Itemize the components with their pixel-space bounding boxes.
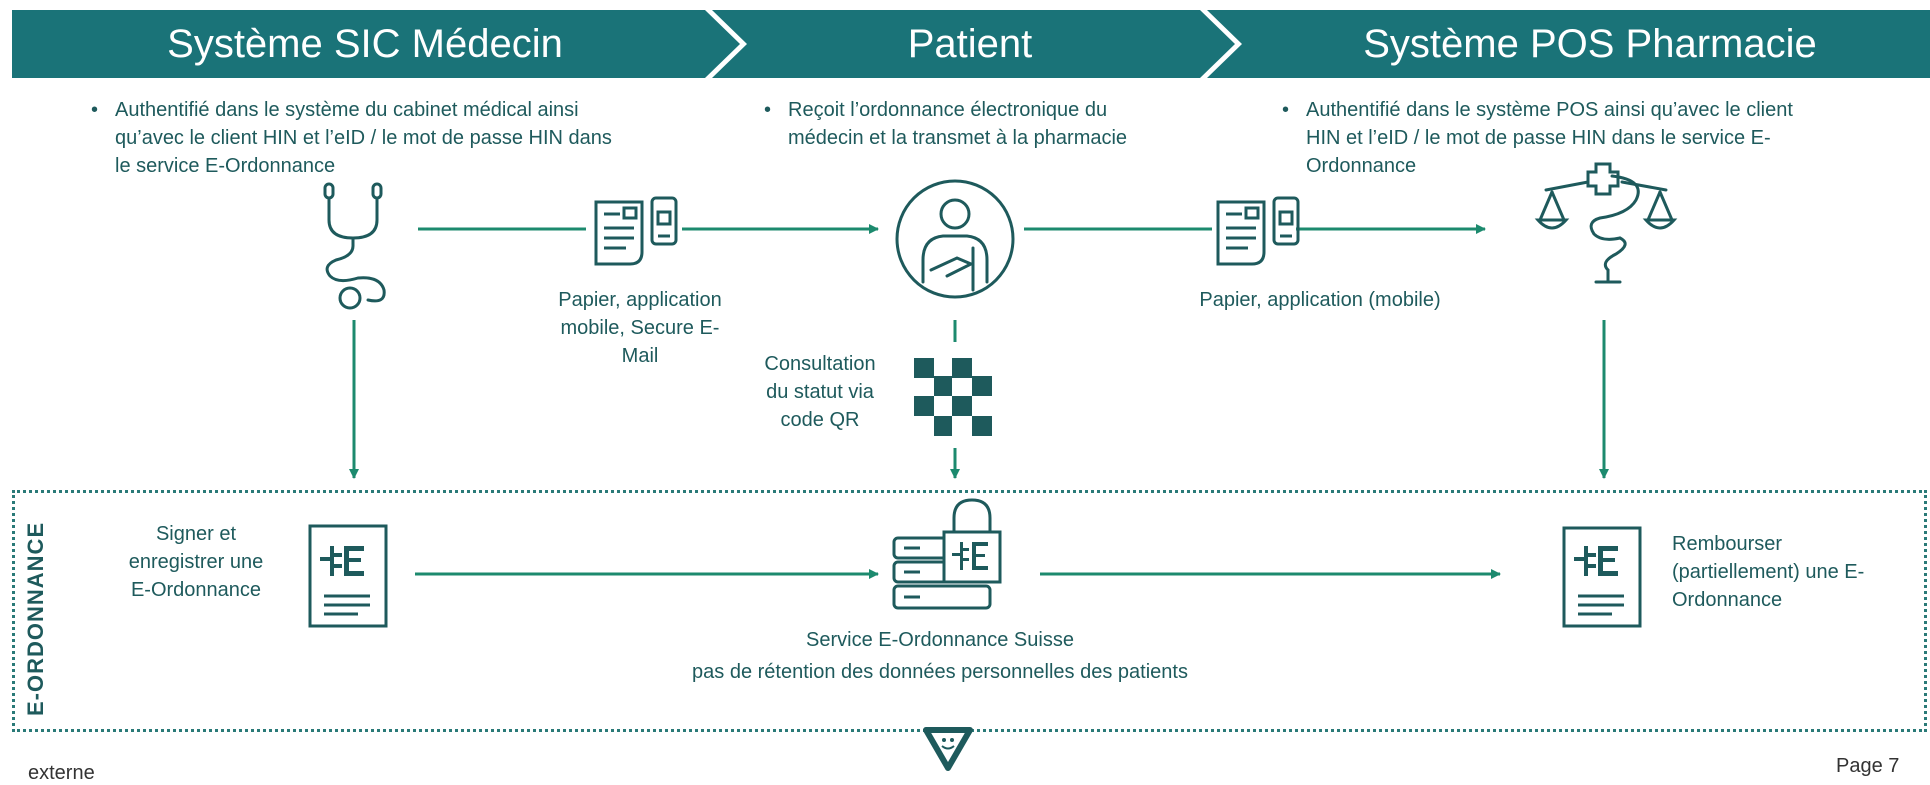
pharmacy-scale-icon <box>1534 162 1678 284</box>
caption-channel-right: Papier, application (mobile) <box>1199 289 1441 311</box>
e-ordonnance-document-icon-2 <box>1562 526 1642 628</box>
step-title-patient: Patient <box>907 22 1033 66</box>
caption-sign-3: E-Ordonnance <box>130 579 262 601</box>
lane-brand-label: E-ORDONNANCE <box>23 521 48 716</box>
caption-reimburse-2: (partiellement) une E- <box>1672 561 1865 583</box>
process-header <box>0 10 1930 78</box>
note-doctor: • Authentifié dans le système du cabinet… <box>91 96 715 180</box>
chevron-pos <box>1207 10 1930 78</box>
stethoscope-icon <box>323 182 386 310</box>
caption-status-line-3: code QR <box>780 409 860 431</box>
caption-channel-left-3: Mail <box>621 345 659 367</box>
server-lock-icon <box>892 498 1002 610</box>
note-doctor-line-1: Authentifié dans le système du cabinet m… <box>115 99 579 121</box>
note-doctor-line-2: qu’avec le client HIN et l’eID / le mot … <box>115 127 612 149</box>
logo-icon <box>923 727 973 771</box>
qr-code-icon <box>914 358 992 436</box>
patient-icon <box>895 179 1015 299</box>
caption-status-line-1: Consultation <box>764 353 876 375</box>
note-pharmacy: • Authentifié dans le système POS ainsi … <box>1282 96 1906 180</box>
caption-sign: Signer et enregistrer une E-Ordonnance <box>96 520 296 604</box>
footer-page-number: Page 7 <box>1836 755 1900 777</box>
caption-service: Service E-Ordonnance Suisse <box>806 629 1074 651</box>
chevron-sic <box>12 10 740 78</box>
caption-reimburse: Rembourser (partiellement) une E- Ordonn… <box>1672 530 1912 614</box>
prescription-document-icon <box>594 196 678 266</box>
caption-channel-left: Papier, application mobile, Secure E- Ma… <box>520 286 760 370</box>
note-pharmacy-line-3: Ordonnance <box>1306 155 1417 177</box>
e-ordonnance-document-icon <box>308 524 388 628</box>
process-chevrons <box>12 10 1930 78</box>
caption-reimburse-3: Ordonnance <box>1672 589 1783 611</box>
note-pharmacy-line-2: HIN et l’eID / le mot de passe HIN dans … <box>1306 127 1771 149</box>
note-doctor-line-3: le service E-Ordonnance <box>115 155 336 177</box>
caption-channel-left-2: mobile, Secure E- <box>560 317 720 339</box>
note-patient-line-2: médecin et la transmet à la pharmacie <box>788 127 1128 149</box>
note-patient-line-1: Reçoit l’ordonnance électronique du <box>788 99 1108 121</box>
prescription-document-icon-2 <box>1216 196 1300 266</box>
footer-classification: externe <box>28 762 95 784</box>
caption-status-line-2: du statut via <box>766 381 874 403</box>
caption-sign-1: Signer et <box>155 523 237 545</box>
step-title-sic: Système SIC Médecin <box>167 22 563 66</box>
chevron-patient <box>712 10 1235 78</box>
caption-reimburse-1: Rembourser <box>1672 533 1783 555</box>
caption-privacy: pas de rétention des données personnelle… <box>692 661 1188 683</box>
note-pharmacy-line-1: Authentifié dans le système POS ainsi qu… <box>1306 99 1793 121</box>
note-patient: • Reçoit l’ordonnance électronique du mé… <box>764 96 1228 152</box>
caption-status-check: Consultation du statut via code QR <box>740 350 900 434</box>
caption-channel-left-1: Papier, application <box>558 289 722 311</box>
step-title-pos: Système POS Pharmacie <box>1363 22 1817 66</box>
caption-sign-2: enregistrer une <box>128 551 264 573</box>
